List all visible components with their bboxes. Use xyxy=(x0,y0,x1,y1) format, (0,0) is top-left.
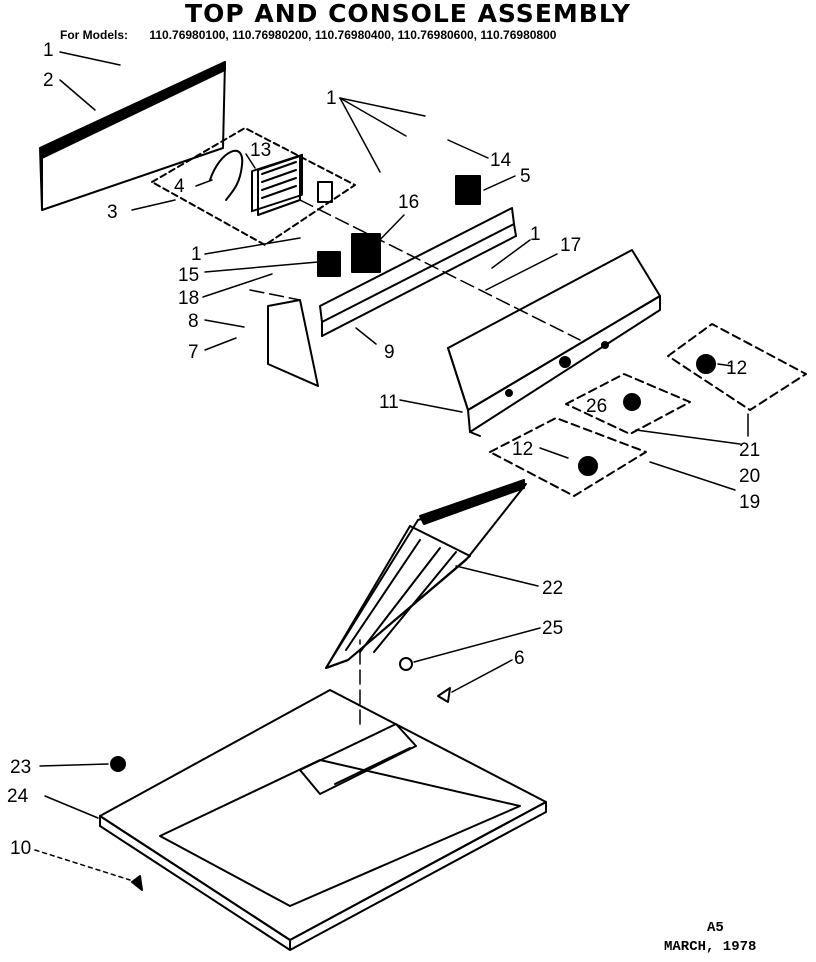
callout-26: 26 xyxy=(586,396,607,417)
callout-1c: 1 xyxy=(191,244,202,265)
callout-17: 17 xyxy=(560,235,581,256)
models-list: 110.76980100, 110.76980200, 110.76980400… xyxy=(149,28,557,42)
revision-date: MARCH, 1978 xyxy=(664,939,757,955)
leader-lines xyxy=(34,51,749,881)
dryer-top-part xyxy=(99,689,547,951)
callout-11: 11 xyxy=(379,392,399,413)
callout-15: 15 xyxy=(178,265,199,286)
callout-14: 14 xyxy=(490,150,512,171)
timer-part xyxy=(251,153,333,216)
timer-bracket-group xyxy=(151,127,356,246)
models-label: For Models: xyxy=(60,28,128,42)
callout-24: 24 xyxy=(7,786,29,807)
callout-1a: 1 xyxy=(43,40,54,61)
callout-2: 2 xyxy=(43,70,54,91)
callout-13: 13 xyxy=(250,140,271,161)
callout-19: 19 xyxy=(739,492,760,513)
callout-4: 4 xyxy=(174,176,185,197)
callout-21: 21 xyxy=(739,440,760,461)
callout-10: 10 xyxy=(10,838,31,859)
callout-6: 6 xyxy=(514,648,525,669)
screw-10-part xyxy=(131,875,143,891)
callout-25: 25 xyxy=(542,618,563,639)
callout-22: 22 xyxy=(542,578,563,599)
rear-panel-part xyxy=(39,61,226,211)
wire-harness-part xyxy=(209,149,244,201)
console-panel-part xyxy=(447,249,661,437)
callout-20: 20 xyxy=(739,466,760,487)
callout-23: 23 xyxy=(10,757,31,778)
clip-6-part xyxy=(437,687,451,703)
ramp-bracket-part xyxy=(267,299,319,387)
callout-18: 18 xyxy=(178,288,199,309)
callout-5: 5 xyxy=(520,166,531,187)
switch-15-part xyxy=(317,251,341,277)
knob-group-20 xyxy=(565,373,691,435)
callout-8: 8 xyxy=(188,311,199,332)
switch-16-part xyxy=(351,233,381,273)
callout-labels: 1 2 1 14 5 13 4 3 16 1 17 1 15 18 8 7 9 … xyxy=(7,40,760,859)
page-code: A5 xyxy=(707,920,724,936)
screw-25-part xyxy=(399,657,413,671)
callout-1d: 1 xyxy=(530,224,541,245)
callout-12b: 12 xyxy=(512,439,533,460)
callout-1b: 1 xyxy=(326,88,337,109)
assembly-centerlines xyxy=(249,199,581,725)
callout-7: 7 xyxy=(188,342,199,363)
plug-23-part xyxy=(110,756,126,772)
callout-3: 3 xyxy=(107,202,118,223)
lint-screen-part xyxy=(325,479,527,669)
knob-group-19 xyxy=(489,417,647,497)
diagram-title: TOP AND CONSOLE ASSEMBLY xyxy=(185,0,631,28)
knob-group-21 xyxy=(667,323,807,411)
models-line: For Models: 110.76980100, 110.76980200, … xyxy=(60,28,556,42)
callout-16: 16 xyxy=(398,192,419,213)
console-bracket-part xyxy=(319,207,517,337)
callout-9: 9 xyxy=(384,342,395,363)
switch-5-part xyxy=(455,175,481,205)
callout-12a: 12 xyxy=(726,358,747,379)
